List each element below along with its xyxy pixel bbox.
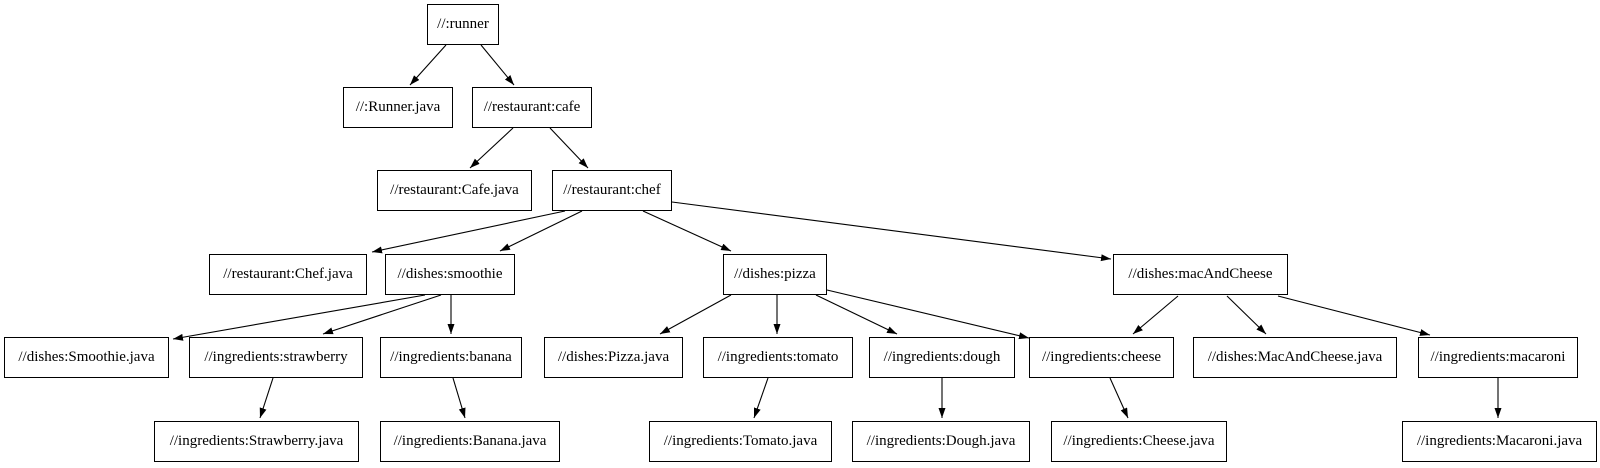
graph-node-strawberry-java: //ingredients:Strawberry.java xyxy=(154,421,359,462)
node-label: //dishes:Smoothie.java xyxy=(18,349,155,365)
edge-mac-and-cheese-to-mac-and-cheese-java xyxy=(1226,295,1267,335)
graph-node-macaroni-java: //ingredients:Macaroni.java xyxy=(1402,421,1597,462)
node-label: //ingredients:Tomato.java xyxy=(663,433,818,449)
edge-smoothie-to-smoothie-java xyxy=(172,294,426,341)
graph-node-mac-and-cheese-java: //dishes:MacAndCheese.java xyxy=(1193,337,1397,378)
node-label: //:runner xyxy=(437,16,489,32)
edge-chef-to-chef-java xyxy=(371,210,566,254)
graph-node-pizza: //dishes:pizza xyxy=(723,254,827,295)
node-label: //dishes:pizza xyxy=(734,266,816,282)
edge-runner-to-cafe xyxy=(480,44,515,86)
node-label: //:Runner.java xyxy=(355,99,441,115)
graph-node-runner-java: //:Runner.java xyxy=(343,87,453,128)
edge-mac-and-cheese-to-cheese xyxy=(1132,295,1179,335)
node-label: //ingredients:Cheese.java xyxy=(1063,433,1215,449)
edge-pizza-to-pizza-java xyxy=(659,294,732,335)
node-label: //dishes:MacAndCheese.java xyxy=(1207,349,1383,365)
node-label: //ingredients:tomato xyxy=(717,349,839,365)
node-label: //ingredients:Strawberry.java xyxy=(169,433,344,449)
graph-node-cheese-java: //ingredients:Cheese.java xyxy=(1051,421,1227,462)
node-label: //restaurant:Chef.java xyxy=(223,266,353,282)
graph-node-smoothie: //dishes:smoothie xyxy=(385,254,515,295)
edge-tomato-to-tomato-java xyxy=(753,377,769,419)
graph-node-banana-java: //ingredients:Banana.java xyxy=(380,421,560,462)
node-label: //ingredients:macaroni xyxy=(1430,349,1566,365)
node-label: //ingredients:cheese xyxy=(1041,349,1162,365)
graph-node-chef: //restaurant:chef xyxy=(552,170,672,211)
edge-pizza-to-dough xyxy=(815,294,898,335)
node-label: //dishes:macAndCheese xyxy=(1128,266,1273,282)
graph-node-cafe: //restaurant:cafe xyxy=(472,87,592,128)
node-label: //dishes:smoothie xyxy=(397,266,503,282)
graph-node-smoothie-java: //dishes:Smoothie.java xyxy=(4,337,169,378)
edge-chef-to-mac-and-cheese xyxy=(671,201,1112,262)
graph-node-tomato: //ingredients:tomato xyxy=(703,337,853,378)
node-label: //ingredients:Dough.java xyxy=(866,433,1016,449)
node-label: //ingredients:banana xyxy=(390,349,512,365)
graph-node-chef-java: //restaurant:Chef.java xyxy=(209,254,367,295)
graph-node-dough-java: //ingredients:Dough.java xyxy=(852,421,1030,462)
graph-node-tomato-java: //ingredients:Tomato.java xyxy=(649,421,832,462)
edge-strawberry-to-strawberry-java xyxy=(259,377,274,419)
graph-node-cafe-java: //restaurant:Cafe.java xyxy=(377,170,532,211)
node-label: //ingredients:dough xyxy=(883,349,1001,365)
graph-node-dough: //ingredients:dough xyxy=(869,337,1015,378)
graph-node-pizza-java: //dishes:Pizza.java xyxy=(544,337,683,378)
edge-cheese-to-cheese-java xyxy=(1109,377,1129,419)
graph-node-mac-and-cheese: //dishes:macAndCheese xyxy=(1113,254,1288,295)
edge-cafe-to-chef xyxy=(549,127,589,169)
graph-node-cheese: //ingredients:cheese xyxy=(1029,337,1174,378)
edge-runner-to-runner-java xyxy=(409,44,447,86)
node-label: //restaurant:chef xyxy=(563,182,661,198)
graph-node-strawberry: //ingredients:strawberry xyxy=(189,337,363,378)
node-label: //restaurant:Cafe.java xyxy=(390,182,519,198)
graph-node-macaroni: //ingredients:macaroni xyxy=(1418,337,1578,378)
node-label: //ingredients:strawberry xyxy=(204,349,348,365)
edge-chef-to-pizza xyxy=(642,210,732,252)
edge-pizza-to-cheese xyxy=(826,289,1030,340)
node-label: //restaurant:cafe xyxy=(483,99,581,115)
node-label: //dishes:Pizza.java xyxy=(557,349,670,365)
edge-cafe-to-cafe-java xyxy=(469,127,514,169)
edge-smoothie-to-strawberry xyxy=(322,294,442,335)
edge-mac-and-cheese-to-macaroni xyxy=(1277,295,1431,336)
edge-banana-to-banana-java xyxy=(452,377,466,419)
graph-node-runner: //:runner xyxy=(427,4,499,45)
node-label: //ingredients:Banana.java xyxy=(393,433,547,449)
node-label: //ingredients:Macaroni.java xyxy=(1416,433,1583,449)
edge-chef-to-smoothie xyxy=(499,210,583,252)
graph-node-banana: //ingredients:banana xyxy=(380,337,522,378)
